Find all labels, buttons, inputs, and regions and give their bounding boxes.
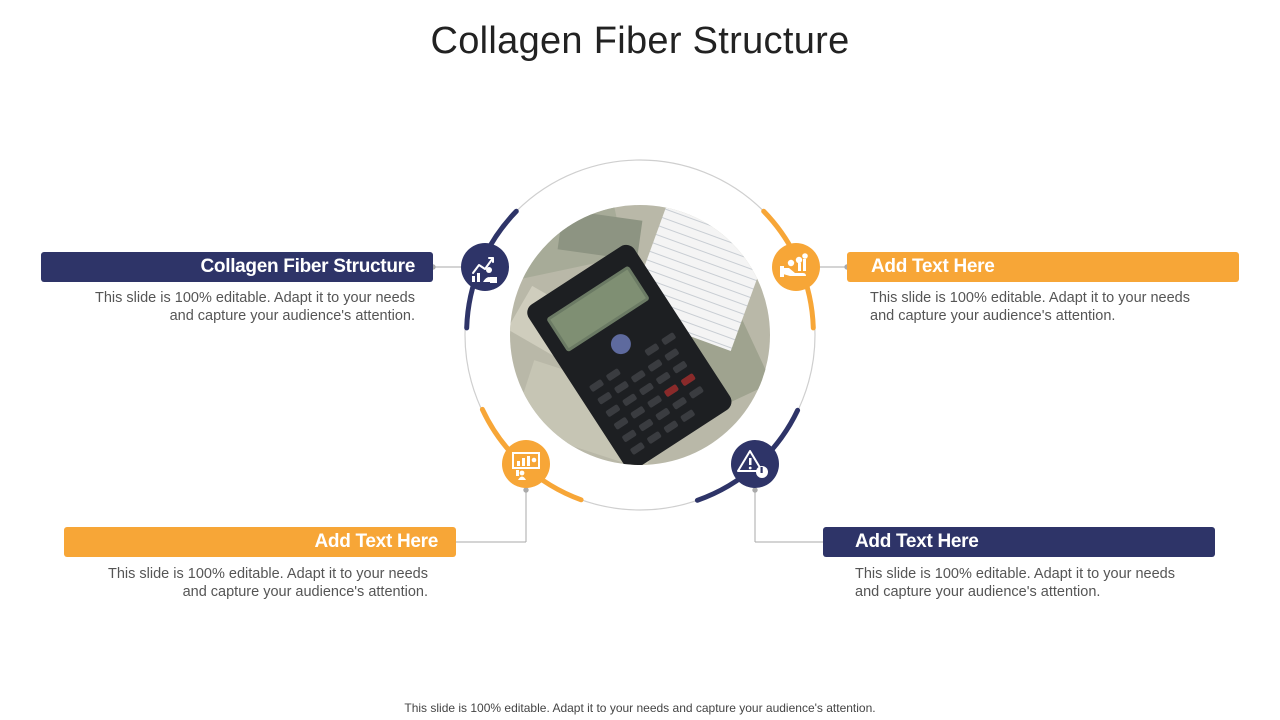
page-title: Collagen Fiber Structure (430, 20, 850, 62)
hand-coins-icon (772, 243, 820, 291)
item-heading-2: Add Text Here (847, 252, 1239, 282)
outer-ring (464, 159, 816, 511)
item-desc-3-line2: and capture your audience's attention. (182, 584, 428, 600)
item-desc-2-line2: and capture your audience's attention. (870, 308, 1116, 324)
item-desc-4-line1: This slide is 100% editable. Adapt it to… (855, 566, 1175, 582)
warning-hand-icon (731, 440, 779, 488)
item-heading-1: Collagen Fiber Structure (41, 252, 433, 282)
presentation-board-icon (502, 440, 550, 488)
item-desc-2-line1: This slide is 100% editable. Adapt it to… (870, 290, 1190, 306)
item-desc-2: This slide is 100% editable. Adapt it to… (870, 289, 1250, 325)
item-desc-3: This slide is 100% editable. Adapt it to… (48, 565, 428, 601)
calculator-money-photo (510, 205, 770, 465)
item-desc-3-line1: This slide is 100% editable. Adapt it to… (108, 566, 428, 582)
item-heading-3: Add Text Here (64, 527, 456, 557)
item-desc-4: This slide is 100% editable. Adapt it to… (855, 565, 1235, 601)
chart-people-icon (461, 243, 509, 291)
footer-note: This slide is 100% editable. Adapt it to… (404, 701, 876, 715)
item-desc-1-line2: and capture your audience's attention. (169, 308, 415, 324)
item-desc-1: This slide is 100% editable. Adapt it to… (41, 289, 415, 325)
item-desc-4-line2: and capture your audience's attention. (855, 584, 1101, 600)
item-desc-1-line1: This slide is 100% editable. Adapt it to… (95, 290, 415, 306)
item-heading-4: Add Text Here (823, 527, 1215, 557)
